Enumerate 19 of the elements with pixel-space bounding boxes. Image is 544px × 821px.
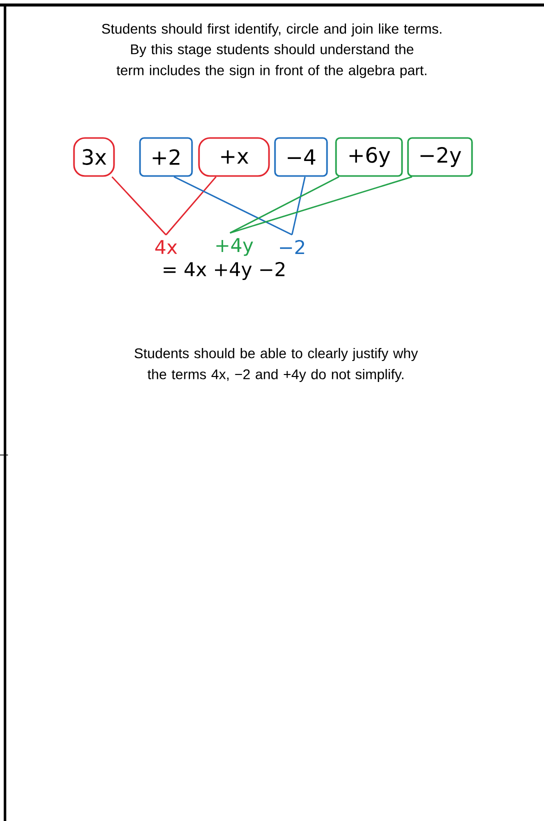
connector-line [230, 176, 340, 234]
result-term: +4y [216, 238, 254, 256]
term-box: −4 [274, 137, 328, 177]
term-box: +6y [335, 137, 403, 177]
connector-line [165, 176, 217, 236]
term-box: −2y [407, 137, 473, 177]
result-term: −2 [280, 240, 304, 254]
term-box: +x [198, 137, 270, 177]
term-box: +2 [139, 137, 193, 177]
note-text: By this stage students should understand the term includes the sign in front of the algebra part. [116, 44, 426, 78]
connector-line [230, 176, 412, 234]
term-box: 3x [73, 137, 115, 177]
note-text: Students should first identify, circle and join like terms. [102, 23, 442, 37]
connector-line [111, 176, 167, 236]
connector-line [291, 176, 306, 235]
equation-text: = 4x +4y −2 [164, 262, 284, 280]
note-text: Students should be able to clearly justify why the terms 4x, −2 and +4y do not simplify. [134, 348, 418, 382]
connector-line [174, 176, 292, 236]
result-term: 4x [155, 240, 178, 254]
